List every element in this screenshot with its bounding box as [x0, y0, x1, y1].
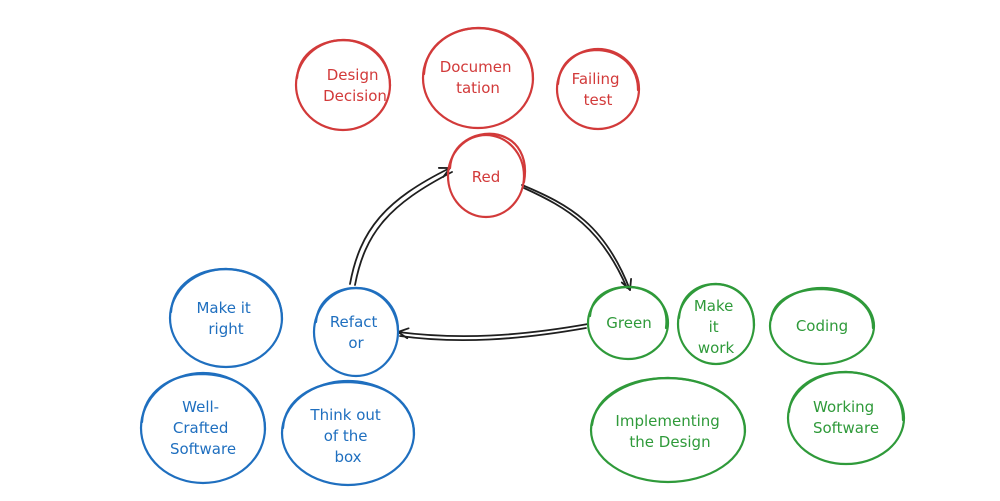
node-refactor: Refact or — [312, 286, 400, 378]
bubble-label: Design Decision — [323, 66, 387, 105]
bubble-line: Think out — [309, 406, 380, 424]
bubble-line: box — [334, 448, 361, 466]
bubble-think-out-of-the-box: Think out of the box — [280, 379, 416, 487]
cycle-arrows — [349, 167, 632, 342]
bubble-label: Documen tation — [440, 58, 517, 97]
bubble-line: Software — [170, 440, 236, 458]
bubble-label: Make it right — [196, 299, 255, 338]
node-red-label: Red — [472, 168, 501, 186]
arrow-green-to-refactor — [397, 323, 589, 342]
bubble-line: Make it — [196, 299, 250, 317]
arrow-refactor-to-red — [349, 167, 453, 286]
bubble-line: Design — [327, 66, 379, 84]
bubble-label: Think out of the box — [309, 406, 385, 466]
node-red-line: Red — [472, 168, 501, 186]
node-green-label: Green — [606, 314, 651, 332]
bubble-design-decision: Design Decision — [294, 38, 392, 132]
bubble-working-software: Working Software — [786, 370, 906, 466]
bubble-line: of the — [324, 427, 368, 445]
red-group: Design Decision Documen tation Failing t… — [294, 26, 641, 132]
bubble-well-crafted-software: Well- Crafted Software — [139, 371, 267, 485]
bubble-label: Implementing the Design — [615, 412, 724, 451]
green-group: Make it work Coding Implementing the Des… — [589, 282, 906, 484]
node-red: Red — [446, 132, 526, 219]
bubble-documentation: Documen tation — [421, 26, 535, 130]
bubble-line: test — [584, 91, 613, 109]
bubble-label: Working Software — [813, 398, 879, 437]
bubble-label: Failing test — [572, 70, 625, 109]
node-refactor-line: or — [348, 334, 364, 352]
bubble-coding: Coding — [768, 286, 876, 366]
bubble-make-it-right: Make it right — [168, 267, 284, 369]
bubble-failing-test: Failing test — [555, 47, 641, 131]
bubble-line: Software — [813, 419, 879, 437]
bubble-line: right — [208, 320, 243, 338]
node-refactor-line: Refact — [330, 313, 378, 331]
bubble-implementing-the-design: Implementing the Design — [589, 376, 747, 484]
bubble-line: tation — [456, 79, 500, 97]
blue-group: Make it right Well- Crafted Software Thi… — [139, 267, 416, 487]
bubble-line: Well- — [182, 398, 219, 416]
bubble-line: Failing — [572, 70, 620, 88]
bubble-label: Coding — [796, 317, 848, 335]
bubble-label: Well- Crafted Software — [170, 398, 236, 458]
bubble-line: Decision — [323, 87, 387, 105]
bubble-line: the Design — [629, 433, 710, 451]
bubble-line: Working — [813, 398, 874, 416]
node-green: Green — [586, 285, 670, 361]
bubble-line: work — [698, 339, 735, 357]
bubble-line: Documen — [440, 58, 512, 76]
arrow-red-to-green — [521, 184, 632, 291]
node-green-line: Green — [606, 314, 651, 332]
bubble-line: Crafted — [173, 419, 228, 437]
bubble-line: Make — [694, 297, 734, 315]
bubble-label: Make it work — [694, 297, 738, 357]
bubble-make-it-work: Make it work — [676, 282, 756, 366]
node-refactor-label: Refact or — [330, 313, 382, 352]
bubble-line: Implementing — [615, 412, 719, 430]
bubble-line: it — [709, 318, 719, 336]
bubble-line: Coding — [796, 317, 848, 335]
